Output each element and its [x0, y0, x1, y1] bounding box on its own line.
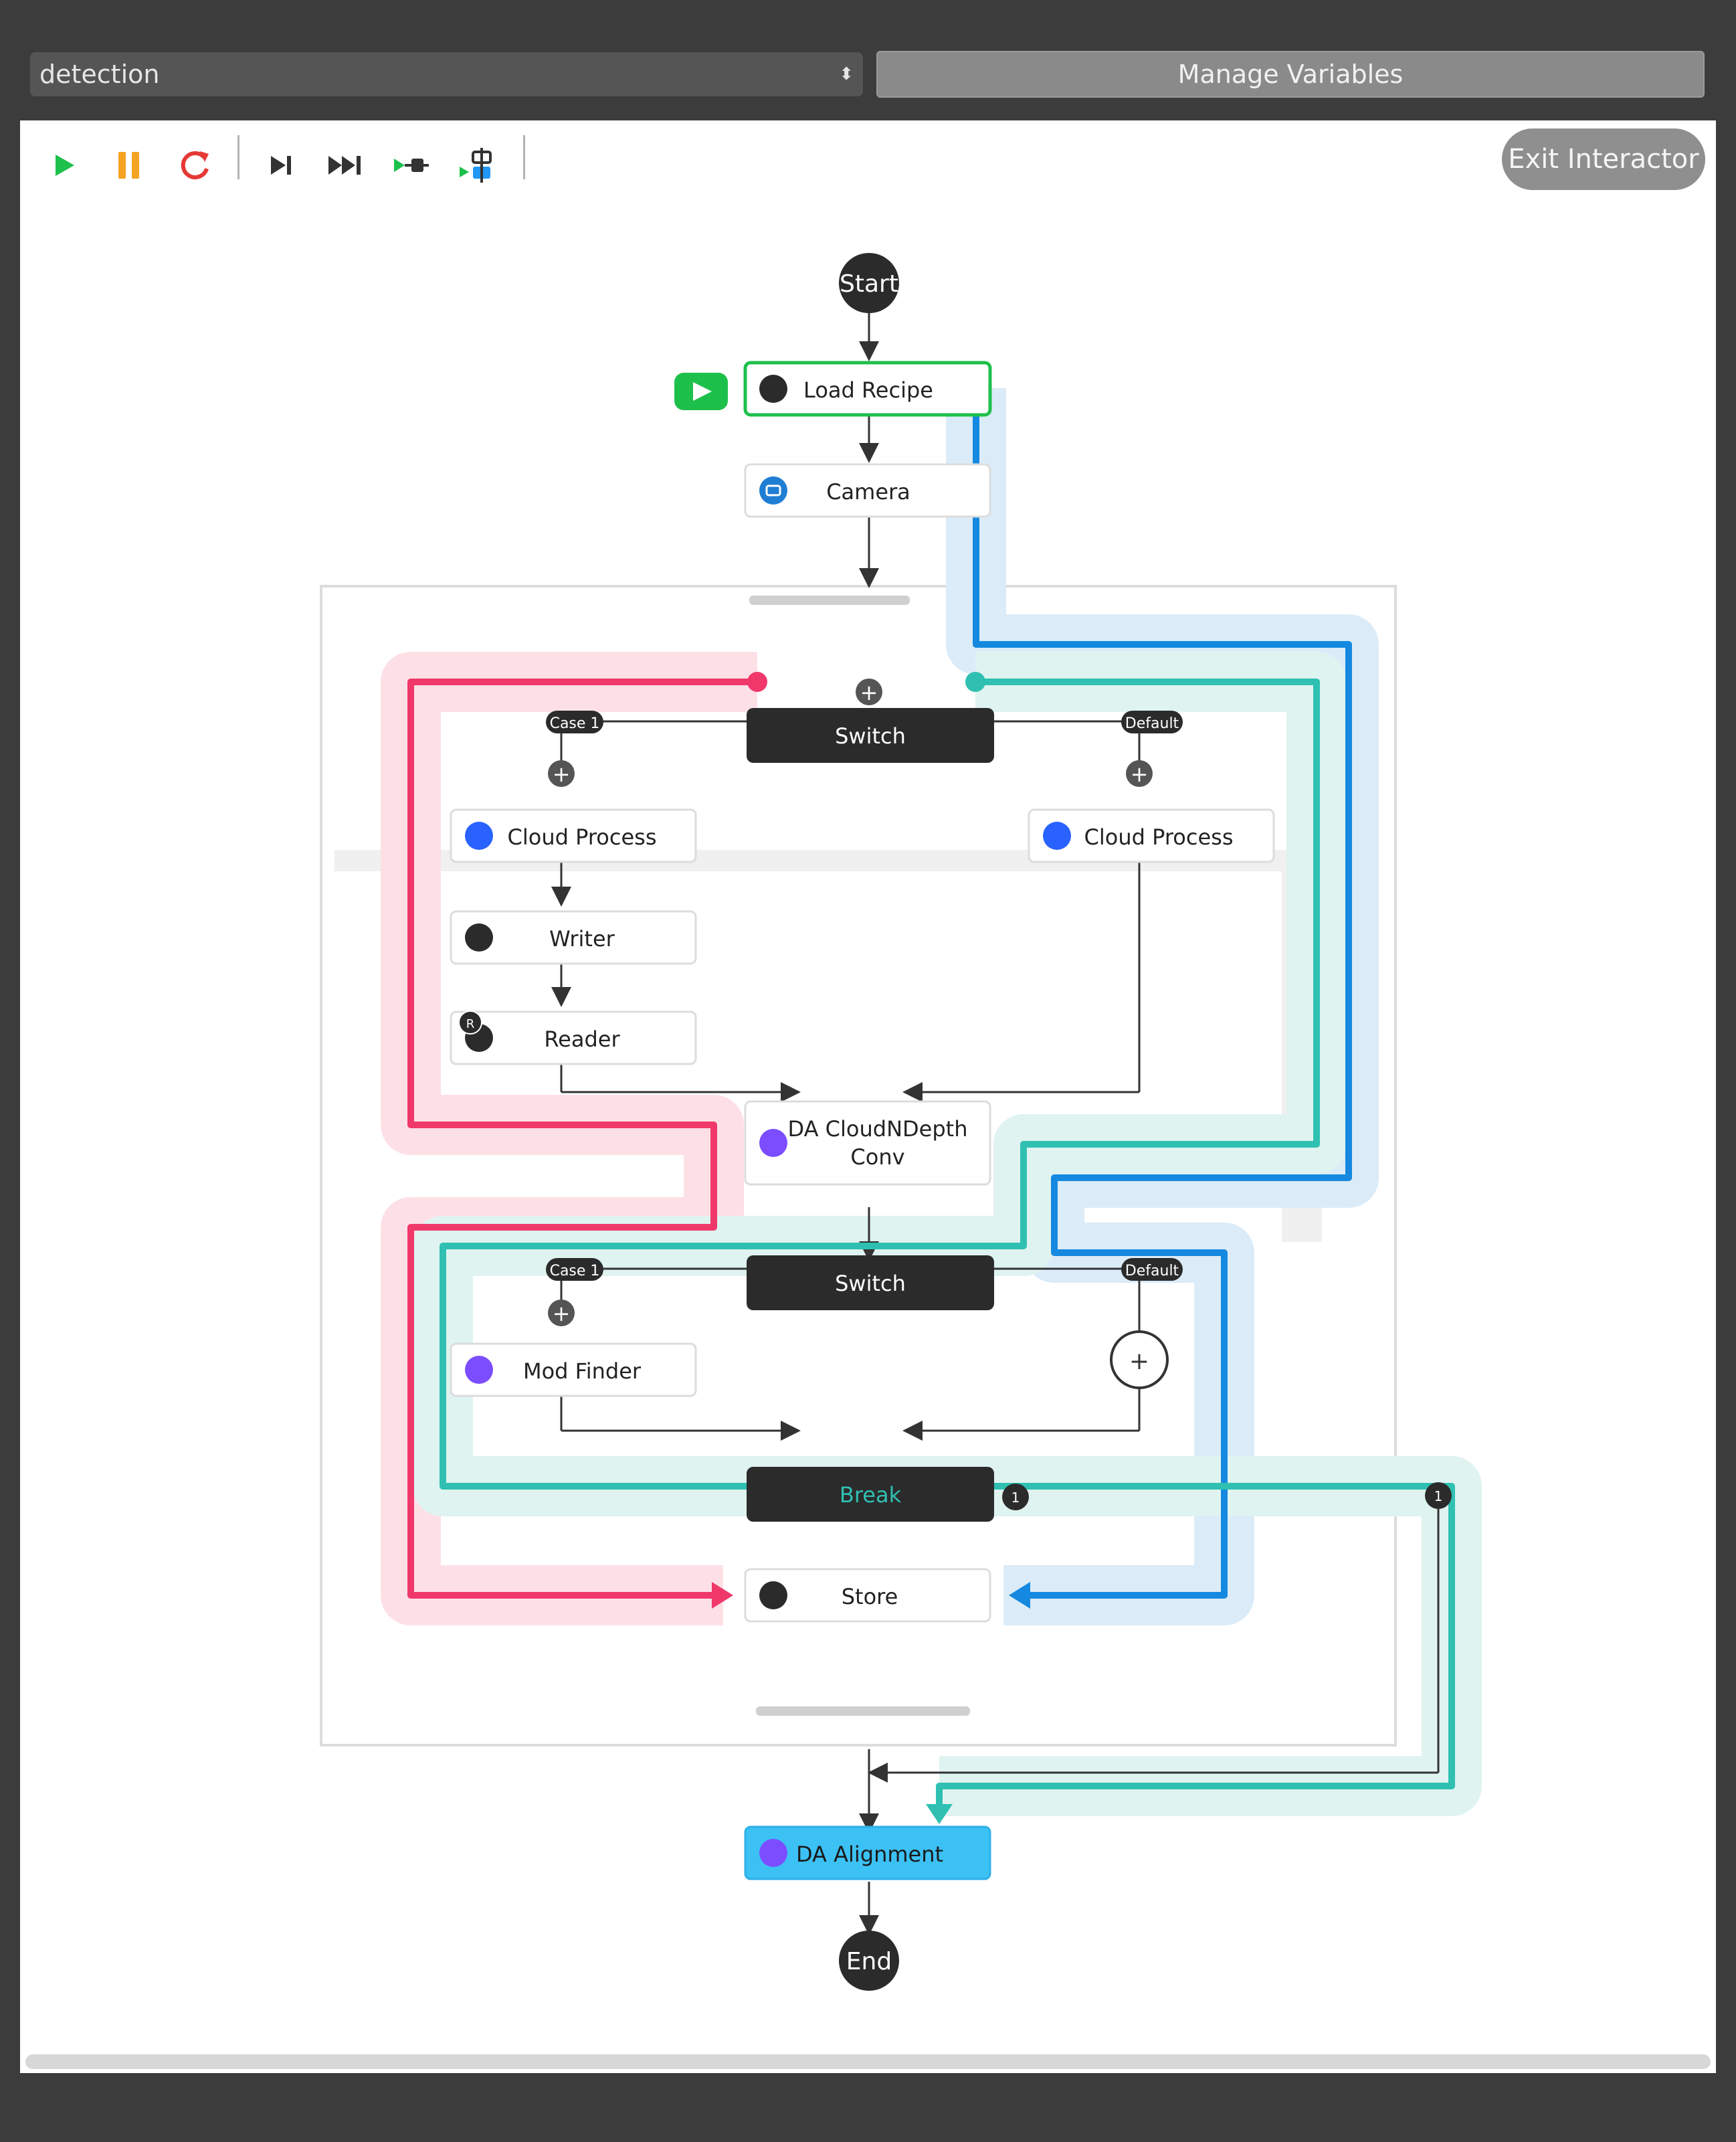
node-switch-1[interactable]: Switch — [747, 708, 994, 763]
run-to-node-icon[interactable] — [388, 141, 438, 190]
svg-text:Default: Default — [1125, 1263, 1179, 1279]
reader-badge — [458, 1010, 482, 1035]
store-label: Store — [842, 1584, 898, 1609]
default-tag[interactable]: Default — [1121, 711, 1183, 733]
path-teal-arrow — [926, 1804, 953, 1824]
plugin-icon — [759, 1581, 787, 1609]
svg-text:+: + — [553, 1301, 571, 1326]
node-writer[interactable]: Writer — [450, 910, 697, 965]
case1-tag[interactable]: Case 1 — [546, 711, 603, 733]
cloud-process-right-label: Cloud Process — [1084, 824, 1234, 850]
toolbar-separator — [237, 135, 239, 179]
reader-label: Reader — [544, 1027, 620, 1052]
step-all-icon[interactable] — [322, 141, 372, 190]
writer-label: Writer — [549, 926, 615, 952]
path-teal-line — [440, 679, 1455, 1807]
path-red-arrow — [712, 1582, 733, 1609]
mod-finder-label: Mod Finder — [523, 1358, 642, 1384]
add-node-plus[interactable]: + — [1126, 760, 1153, 787]
code-icon — [759, 1839, 787, 1867]
svg-text:1: 1 — [1011, 1490, 1020, 1506]
da-cloud-label-line2: Conv — [850, 1144, 904, 1170]
add-node-plus[interactable]: + — [856, 679, 882, 705]
cloud-process-left-label: Cloud Process — [508, 824, 657, 850]
plugin-icon — [465, 923, 493, 952]
cloud-process-icon — [465, 822, 493, 850]
exit-interactor-button[interactable]: Exit Interactor — [1502, 128, 1705, 190]
restart-icon[interactable] — [170, 141, 219, 190]
switch-2-label: Switch — [835, 1271, 906, 1296]
pause-icon[interactable] — [104, 141, 154, 190]
node-store[interactable]: Store — [744, 1568, 991, 1623]
node-break[interactable]: Break — [747, 1467, 994, 1522]
path-blue-arrow — [1009, 1582, 1030, 1609]
svg-text:+: + — [1131, 762, 1149, 787]
path-red-start-dot — [747, 672, 767, 692]
svg-text:+: + — [1129, 1348, 1149, 1375]
run-to-cursor-icon[interactable] — [454, 141, 503, 190]
connectors — [551, 311, 1440, 1935]
svg-text:+: + — [860, 680, 878, 705]
start-label: Start — [840, 270, 898, 298]
step-icon[interactable] — [257, 141, 306, 190]
select-arrows-icon: ⬍ — [839, 64, 854, 84]
svg-text:R: R — [466, 1017, 475, 1031]
manage-variables-button[interactable]: Manage Variables — [876, 51, 1705, 98]
horizontal-scrollbar[interactable] — [25, 2054, 1711, 2069]
toolbar-separator — [523, 135, 525, 179]
node-mod-finder[interactable]: Mod Finder — [450, 1342, 697, 1397]
code-icon — [465, 1356, 493, 1384]
path-red-line — [407, 679, 757, 1599]
end-node[interactable]: End — [839, 1931, 899, 1991]
break-label: Break — [840, 1482, 902, 1508]
node-da-alignment[interactable]: DA Alignment — [744, 1825, 991, 1880]
break-output-badge: 1 — [1425, 1482, 1452, 1509]
node-reader[interactable]: R Reader — [450, 1010, 697, 1065]
flow-diagram: Start Load Recipe Camera + Switch — [320, 253, 1482, 1991]
workflow-select[interactable]: detection ⬍ — [30, 52, 863, 96]
switch-1-label: Switch — [835, 723, 906, 749]
break-badge: 1 — [1002, 1484, 1029, 1510]
loop-bottom-handle — [756, 1706, 970, 1716]
node-cloud-process-left[interactable]: Cloud Process — [450, 808, 697, 863]
path-blue-line — [973, 388, 1352, 1599]
add-node-default-plus[interactable]: + — [1110, 1330, 1169, 1389]
node-load-recipe[interactable]: Load Recipe — [743, 361, 992, 417]
svg-text:Default: Default — [1125, 715, 1179, 732]
camera-icon — [759, 476, 787, 505]
workflow-select-value: detection — [39, 60, 160, 89]
svg-text:1: 1 — [1434, 1488, 1443, 1504]
da-alignment-label: DA Alignment — [796, 1842, 943, 1867]
da-cloud-label-line1: DA CloudNDepth — [788, 1116, 968, 1142]
play-icon[interactable] — [39, 141, 88, 190]
cloud-process-icon — [1043, 822, 1071, 850]
path-teal-start-dot — [965, 672, 985, 692]
node-switch-2[interactable]: Switch — [747, 1255, 994, 1310]
svg-text:Case 1: Case 1 — [550, 1263, 600, 1279]
default-tag[interactable]: Default — [1121, 1258, 1183, 1281]
start-node[interactable]: Start — [839, 253, 899, 313]
flow-panel: Exit Interactor — [20, 120, 1716, 2073]
camera-label: Camera — [826, 479, 910, 505]
svg-text:Case 1: Case 1 — [550, 715, 600, 732]
code-icon — [759, 1129, 787, 1157]
node-da-cloudndepth-conv[interactable]: DA CloudNDepth Conv — [744, 1100, 991, 1186]
add-node-plus[interactable]: + — [548, 1300, 575, 1326]
svg-text:+: + — [553, 762, 571, 787]
plugin-icon — [759, 375, 787, 403]
current-step-indicator — [674, 373, 728, 410]
load-recipe-label: Load Recipe — [803, 377, 933, 403]
loop-top-handle — [749, 596, 910, 605]
case1-tag[interactable]: Case 1 — [546, 1258, 603, 1281]
node-cloud-process-right[interactable]: Cloud Process — [1028, 808, 1275, 863]
node-camera[interactable]: Camera — [744, 463, 991, 518]
add-node-plus[interactable]: + — [548, 760, 575, 787]
end-label: End — [846, 1948, 892, 1975]
